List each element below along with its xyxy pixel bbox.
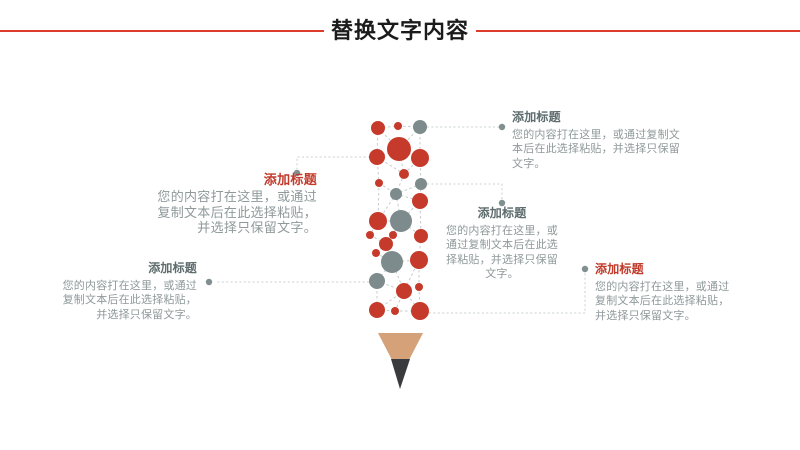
- text-block-left-upper: 添加标题 您的内容打在这里，或通过复制文本后在此选择粘贴，并选择只保留文字。: [151, 172, 317, 235]
- text-block-bottom-right: 添加标题 您的内容打在这里，或通过复制文本后在此选择粘贴，并选择只保留文字。: [595, 262, 731, 323]
- block-title: 添加标题: [263, 172, 317, 187]
- block-body: 您的内容打在这里，或通过复制文本后在此选择粘贴，并选择只保留文字。: [512, 128, 680, 170]
- text-block-left-lower: 添加标题 您的内容打在这里，或通过复制文本后在此选择粘贴，并选择只保留文字。: [61, 261, 197, 322]
- block-title: 添加标题: [595, 262, 644, 276]
- title-line-right: [476, 30, 800, 32]
- slide-title: 替换文字内容: [331, 18, 470, 43]
- slide-header: 替换文字内容: [0, 17, 800, 45]
- block-body: 您的内容打在这里，或通过复制文本后在此选择粘贴，并选择只保留文字。: [157, 189, 317, 235]
- text-block-middle-right: 添加标题 您的内容打在这里，或通过复制文本后在此选择粘贴，并选择只保留文字。: [444, 206, 560, 282]
- text-block-top-right: 添加标题 您的内容打在这里，或通过复制文本后在此选择粘贴，并选择只保留文字。: [512, 110, 682, 171]
- block-title: 添加标题: [512, 110, 561, 124]
- block-title: 添加标题: [148, 261, 197, 275]
- block-body: 您的内容打在这里，或通过复制文本后在此选择粘贴，并选择只保留文字。: [446, 224, 558, 281]
- title-line-left: [0, 30, 324, 32]
- block-title: 添加标题: [477, 206, 527, 220]
- block-body: 您的内容打在这里，或通过复制文本后在此选择粘贴，并选择只保留文字。: [62, 279, 197, 321]
- block-body: 您的内容打在这里，或通过复制文本后在此选择粘贴，并选择只保留文字。: [595, 280, 730, 322]
